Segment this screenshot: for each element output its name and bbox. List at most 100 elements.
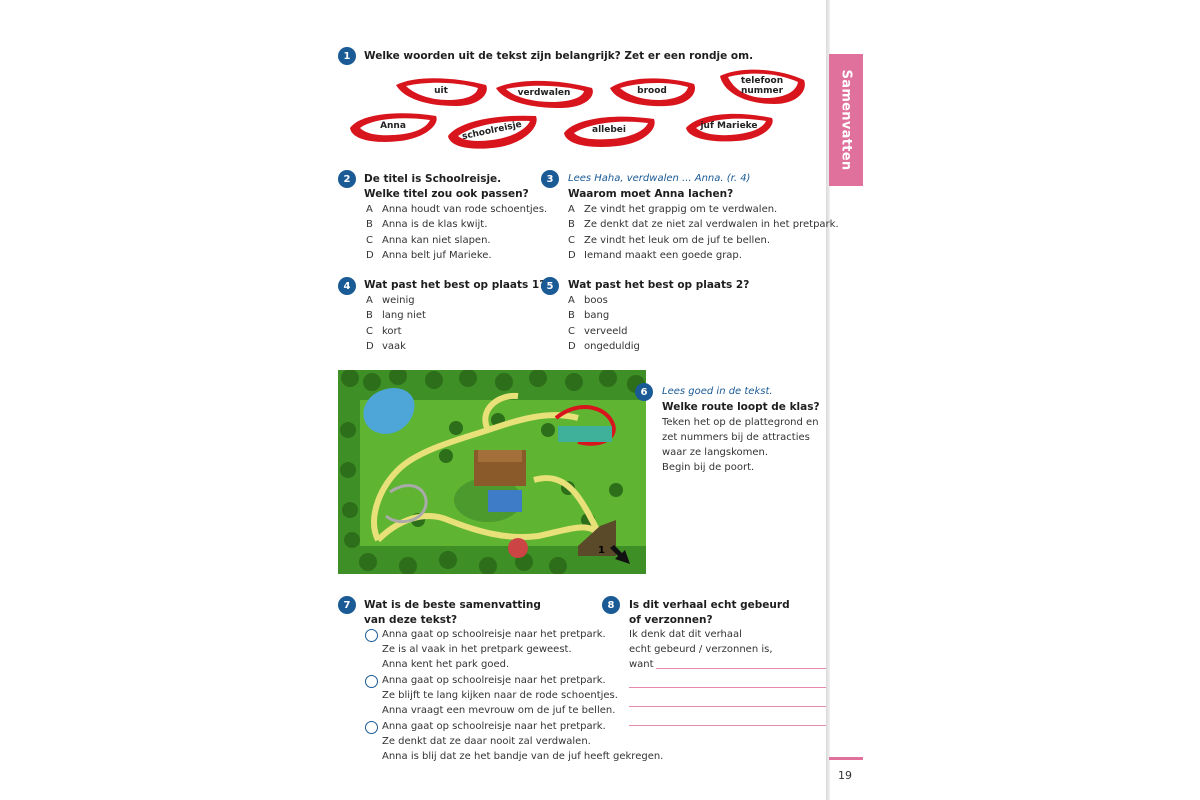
answer-line-2[interactable] bbox=[629, 687, 826, 688]
question-number-6: 6 bbox=[635, 383, 653, 401]
q3-instruction: Lees Haha, verdwalen ... Anna. (r. 4) bbox=[568, 173, 751, 184]
q6-instruction-line: zet nummers bij de attracties bbox=[662, 432, 810, 443]
option-text: verveeld bbox=[584, 325, 628, 337]
question-number-5: 5 bbox=[541, 277, 559, 295]
option-letter: C bbox=[568, 234, 575, 246]
shoe-icon bbox=[720, 69, 805, 104]
word-label: verdwalen bbox=[517, 88, 571, 98]
answer-line-4[interactable] bbox=[629, 725, 826, 726]
question-number-4: 4 bbox=[338, 277, 356, 295]
q3-option[interactable]: A Ze vindt het grappig om te verdwalen. bbox=[568, 202, 777, 217]
option-text: vaak bbox=[382, 340, 406, 352]
arrow-icon bbox=[610, 545, 630, 564]
option-text: Ze vindt het grappig om te verdwalen. bbox=[584, 204, 778, 215]
option-text: ongeduldig bbox=[584, 340, 640, 352]
question-number-7: 7 bbox=[338, 596, 356, 614]
word-shoe-3[interactable]: brood bbox=[606, 74, 698, 108]
word-label: allebei bbox=[592, 125, 626, 135]
q7-option-line: Anna gaat op schoolreisje naar het pretp… bbox=[382, 629, 606, 640]
word-label: telefoon nummer bbox=[740, 76, 784, 96]
q7-option-line: Anna gaat op schoolreisje naar het pretp… bbox=[382, 675, 606, 686]
q8-text1: Ik denk dat dit verhaal bbox=[629, 629, 742, 640]
option-text: weinig bbox=[382, 295, 415, 306]
option-letter: A bbox=[568, 204, 575, 215]
option-letter: D bbox=[366, 249, 374, 261]
option-letter: B bbox=[568, 219, 575, 231]
q3-option[interactable]: C Ze vindt het leuk om de juf te bellen. bbox=[568, 233, 770, 248]
q7-option-line: Anna vraagt een mevrouw om de juf te bel… bbox=[382, 705, 616, 716]
word-shoe-8[interactable]: juf Marieke bbox=[682, 108, 776, 144]
option-letter: A bbox=[568, 295, 575, 306]
map-start-marker: 1 bbox=[598, 545, 605, 556]
option-text: kort bbox=[382, 325, 402, 337]
option-letter: C bbox=[568, 325, 575, 337]
park-map-illustration bbox=[338, 370, 646, 574]
option-text: Anna belt juf Marieke. bbox=[382, 249, 492, 261]
shoe-icon bbox=[610, 78, 695, 107]
word-shoe-4[interactable]: telefoon nummer bbox=[716, 66, 808, 106]
q8-line1: Is dit verhaal echt gebeurd bbox=[629, 599, 790, 611]
word-shoe-7[interactable]: allebei bbox=[560, 111, 658, 149]
page-number-line bbox=[829, 757, 863, 760]
option-text: Anna kan niet slapen. bbox=[382, 234, 491, 246]
q3-question: Waarom moet Anna lachen? bbox=[568, 188, 734, 200]
word-label: Anna bbox=[380, 121, 406, 131]
section-tab-label: Samenvatten bbox=[838, 69, 854, 171]
shoe-icon bbox=[448, 115, 537, 149]
q7-option-line: Anna kent het park goed. bbox=[382, 659, 510, 670]
option-letter: A bbox=[366, 295, 373, 306]
word-label: juf Marieke bbox=[700, 121, 758, 131]
option-text: Ze vindt het leuk om de juf te bellen. bbox=[584, 234, 771, 246]
question-number-8: 8 bbox=[602, 596, 620, 614]
word-shoe-6[interactable]: schoolreisje bbox=[444, 112, 540, 150]
q2-line1: De titel is Schoolreisje. bbox=[364, 173, 502, 185]
page-number: 19 bbox=[838, 769, 852, 782]
q6-question: Welke route loopt de klas? bbox=[662, 401, 820, 413]
q8-line2: of verzonnen? bbox=[629, 614, 713, 626]
word-shoe-2[interactable]: verdwalen bbox=[492, 76, 596, 110]
option-letter: C bbox=[366, 234, 373, 246]
question-number-2: 2 bbox=[338, 170, 356, 188]
option-text: lang niet bbox=[382, 310, 426, 322]
amusement-park-map[interactable]: 1 bbox=[338, 370, 646, 574]
radio-circle[interactable] bbox=[365, 721, 378, 734]
radio-circle[interactable] bbox=[365, 629, 378, 642]
q5-question: Wat past het best op plaats 2? bbox=[568, 279, 750, 291]
option-letter: B bbox=[366, 219, 373, 231]
option-letter: C bbox=[366, 325, 373, 337]
q2-option[interactable]: C Anna kan niet slapen. bbox=[366, 233, 491, 248]
option-text: boos bbox=[584, 295, 608, 306]
word-shoe-5[interactable]: Anna bbox=[346, 108, 440, 144]
q7-option-line: Ze denkt dat ze daar nooit zal verdwalen… bbox=[382, 736, 591, 747]
q7-option-line: Ze blijft te lang kijken naar de rode sc… bbox=[382, 690, 618, 701]
option-letter: B bbox=[366, 310, 373, 322]
option-text: Iemand maakt een goede grap. bbox=[584, 249, 742, 261]
answer-line-1[interactable] bbox=[656, 668, 826, 669]
q8-text3: want bbox=[629, 659, 654, 670]
q2-line2: Welke titel zou ook passen? bbox=[364, 188, 529, 200]
option-text: Ze denkt dat ze niet zal verdwalen in he… bbox=[584, 219, 839, 231]
q6-instruction-line: Teken het op de plattegrond en bbox=[662, 417, 819, 428]
shoe-icon bbox=[496, 80, 593, 108]
word-shoe-1[interactable]: uit bbox=[392, 73, 490, 109]
q8-text2: echt gebeurd / verzonnen is, bbox=[629, 644, 773, 655]
radio-circle[interactable] bbox=[365, 675, 378, 688]
word-label: uit bbox=[434, 86, 448, 96]
answer-line-3[interactable] bbox=[629, 706, 826, 707]
q3-option[interactable]: B Ze denkt dat ze niet zal verdwalen in h… bbox=[568, 217, 839, 232]
shoe-icon bbox=[350, 113, 437, 142]
q2-option[interactable]: D Anna belt juf Marieke. bbox=[366, 248, 492, 263]
word-label: brood bbox=[637, 86, 667, 96]
shoe-icon bbox=[564, 116, 655, 147]
